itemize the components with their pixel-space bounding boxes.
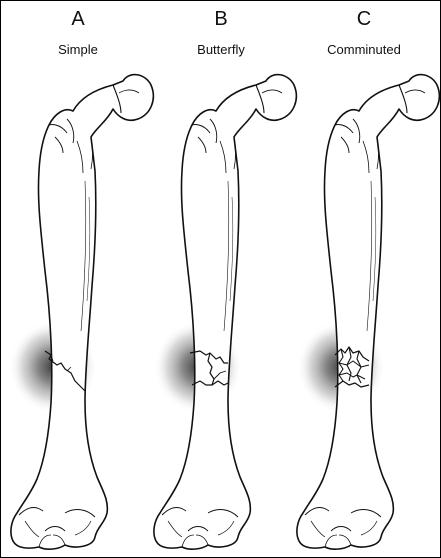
femur-illustration: [148, 1, 294, 557]
panel-simple: A Simple: [5, 1, 151, 557]
panel-comminuted: C Comminuted: [291, 1, 437, 557]
femur-icon: [154, 75, 296, 550]
femur-illustration: [291, 1, 437, 557]
panel-butterfly: B Butterfly: [148, 1, 294, 557]
femur-icon: [297, 75, 439, 550]
femur-icon: [11, 75, 153, 550]
femur-illustration: [5, 1, 151, 557]
